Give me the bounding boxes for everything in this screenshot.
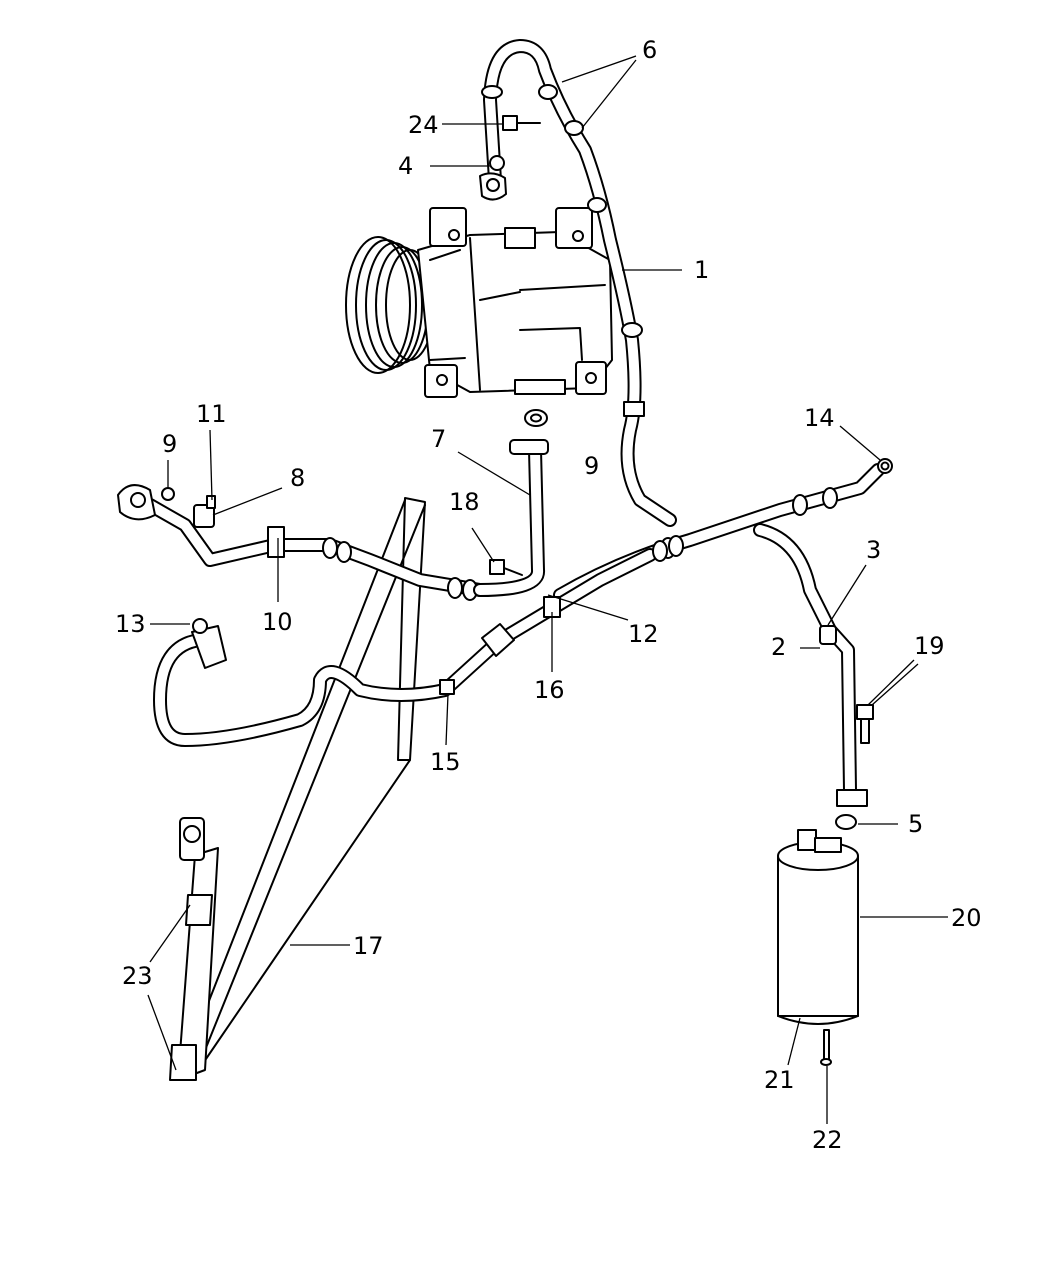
callout-7: 7 [431,425,446,453]
callout-12: 12 [628,620,659,648]
callout-15: 15 [430,748,461,776]
callout-14: 14 [804,404,835,432]
bolt-19 [856,704,874,744]
callout-4: 4 [398,152,413,180]
callout-labels: 1 2 3 4 5 6 7 8 9 9 10 11 12 13 14 15 16… [115,36,982,1154]
callout-22: 22 [812,1126,843,1154]
callout-10: 10 [262,608,293,636]
callout-13: 13 [115,610,146,638]
leader-lines [147,55,948,1124]
callout-11: 11 [196,400,227,428]
suction-hose [553,458,893,807]
left-suction-line [117,409,549,601]
callout-19: 19 [914,632,945,660]
callout-9b: 9 [584,452,599,480]
callout-24: 24 [408,111,439,139]
callout-9a: 9 [162,430,177,458]
liquid-line [153,535,684,747]
fitting-3 [819,625,837,645]
callout-17: 17 [353,932,384,960]
callout-1: 1 [694,256,709,284]
callout-20: 20 [951,904,982,932]
receiver-drier [777,829,859,1066]
callout-8: 8 [290,464,305,492]
callout-5: 5 [908,810,923,838]
callout-6: 6 [642,36,657,64]
callout-21: 21 [764,1066,795,1094]
callout-18: 18 [449,488,480,516]
callout-3: 3 [866,536,881,564]
compressor [345,207,613,398]
callout-2: 2 [771,633,786,661]
condenser [169,497,426,1081]
discharge-hose [479,39,677,527]
o-ring-5 [835,814,857,830]
callout-23: 23 [122,962,153,990]
callout-16: 16 [534,676,565,704]
